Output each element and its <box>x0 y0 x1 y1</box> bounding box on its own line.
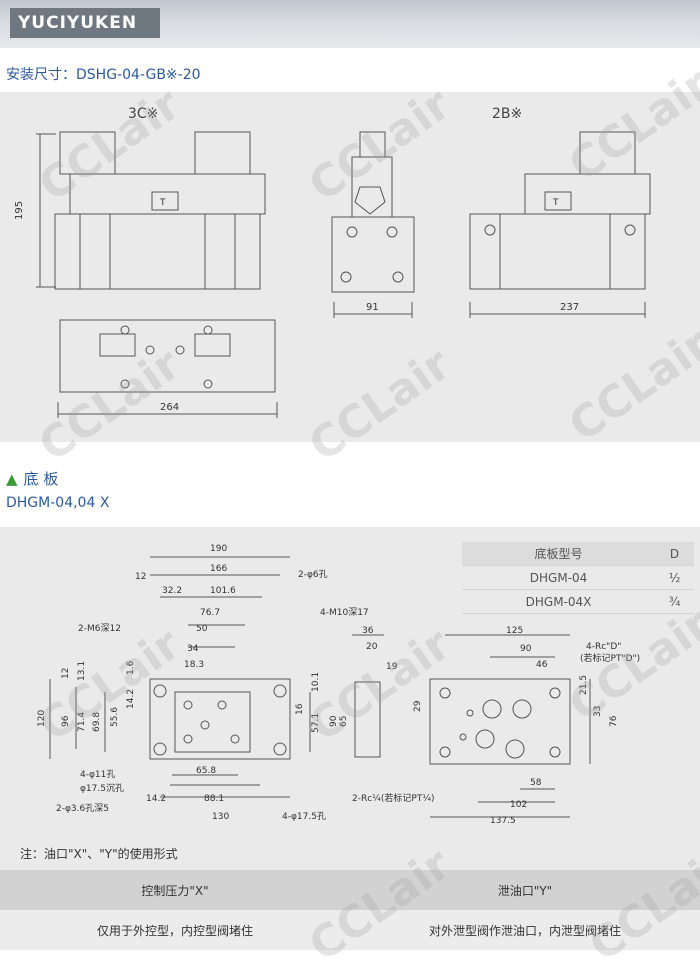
dim-2-phi6: 2-φ6孔 <box>298 569 328 580</box>
dim-1-6: 1.6 <box>126 660 136 675</box>
dim-33: 33 <box>593 706 603 717</box>
ports-table: 控制压力"X" 泄油口"Y" 仅用于外控型，内控型阀堵住 对外泄型阀作泄油口，内… <box>0 870 700 950</box>
dim-12: 12 <box>135 572 146 582</box>
install-title: 安装尺寸：DSHG-04-GB※-20 <box>6 67 201 83</box>
plate-table-header-model: 底板型号 <box>462 542 656 566</box>
ports-header-x: 控制压力"X" <box>0 870 350 910</box>
svg-text:T: T <box>552 198 559 208</box>
dim-2-m6: 2-M6深12 <box>78 623 121 634</box>
dim-101-6: 101.6 <box>210 586 236 596</box>
dim-50: 50 <box>196 624 208 634</box>
solenoid-right <box>194 131 251 175</box>
dim-18-3: 18.3 <box>184 660 204 670</box>
dim-12b: 12 <box>61 668 71 679</box>
ports-header-y: 泄油口"Y" <box>350 870 700 910</box>
view-label-3c: 3C※ <box>128 106 159 122</box>
dim-57-1: 57.1 <box>311 713 321 733</box>
dim-264: 264 <box>160 402 179 413</box>
dim-14-2b: 14.2 <box>146 794 166 804</box>
dim-195: 195 <box>14 201 25 220</box>
dim-4-phi17-5: 4-φ17.5孔 <box>282 811 326 822</box>
dim-120: 120 <box>37 710 47 727</box>
dim-4-m10: 4-M10深17 <box>320 607 369 618</box>
triangle-icon: ▲ <box>6 470 18 488</box>
ports-value-x: 仅用于外控型，内控型阀堵住 <box>0 910 350 950</box>
dim-88-1: 88.1 <box>204 794 224 804</box>
dim-32-2: 32.2 <box>162 586 182 596</box>
dim-130: 130 <box>212 812 229 822</box>
dim-14-2: 14.2 <box>126 689 136 709</box>
dim-90: 90 <box>520 644 532 654</box>
dim-166: 166 <box>210 564 227 574</box>
install-drawing-panel: 3C※ 2B※ T <box>0 92 700 442</box>
dim-2-rc: 2-Rc¼(若标记PT¼) <box>352 792 435 804</box>
plate-type-table: 底板型号 D DHGM-04 ½ DHGM-04X ¾ <box>462 542 694 614</box>
plate-table-cell: ¾ <box>655 589 694 614</box>
solenoid-left <box>59 131 116 175</box>
plate-table-header-d: D <box>655 542 694 566</box>
dim-102: 102 <box>510 800 527 810</box>
baseplate-model: DHGM-04,04 X <box>6 495 110 511</box>
ports-value-y: 对外泄型阀作泄油口，内泄型阀堵住 <box>350 910 700 950</box>
dim-55-6: 55.6 <box>110 707 120 727</box>
dim-2-phi3-6: 2-φ3.6孔深5 <box>56 803 109 814</box>
dim-46: 46 <box>536 660 548 670</box>
dim-29: 29 <box>413 700 423 712</box>
dim-19: 19 <box>386 662 398 672</box>
brand-logo: YUCIYUKEN <box>10 8 160 38</box>
dim-125: 125 <box>506 626 523 636</box>
dim-13-1: 13.1 <box>77 661 87 681</box>
baseplate-heading: ▲底 板 <box>6 470 59 488</box>
ports-note: 注：油口"X"、"Y"的使用形式 <box>20 847 178 861</box>
dim-4-rc-note: (若标记PT"D") <box>580 652 640 664</box>
dim-96: 96 <box>61 715 71 727</box>
dim-10-1: 10.1 <box>311 672 321 692</box>
plate-table-cell: DHGM-04X <box>462 589 656 614</box>
svg-text:T: T <box>159 198 166 208</box>
plate-table-cell: ½ <box>655 565 694 590</box>
dim-4-phi11: 4-φ11孔 <box>80 769 115 780</box>
dim-76: 76 <box>609 715 619 727</box>
dim-4-rc: 4-Rc"D" <box>586 642 621 652</box>
dim-34: 34 <box>187 644 199 654</box>
view-label-2b: 2B※ <box>492 106 523 122</box>
install-drawing: T <box>14 131 651 418</box>
dim-237: 237 <box>560 302 579 313</box>
dim-16: 16 <box>295 703 305 715</box>
dim-71-4: 71.4 <box>77 712 87 732</box>
dim-91: 91 <box>366 302 379 313</box>
dim-21-5: 21.5 <box>579 675 589 695</box>
dim-36: 36 <box>362 626 374 636</box>
header-bar: YUCIYUKEN <box>0 0 700 48</box>
dim-76-7: 76.7 <box>200 608 220 618</box>
dim-65: 65 <box>339 716 349 727</box>
dim-58: 58 <box>530 778 542 788</box>
dim-65-8: 65.8 <box>196 766 216 776</box>
dim-137-5: 137.5 <box>490 816 516 826</box>
dim-69-8: 69.8 <box>92 712 102 732</box>
dim-20: 20 <box>366 642 378 652</box>
dim-190: 190 <box>210 544 227 554</box>
dim-phi17-5: φ17.5沉孔 <box>80 783 124 794</box>
dim-90v: 90 <box>329 715 339 727</box>
plate-table-cell: DHGM-04 <box>462 565 656 590</box>
baseplate-drawing: 190 12 166 32.2 101.6 76.7 50 34 18.3 2-… <box>37 544 640 826</box>
